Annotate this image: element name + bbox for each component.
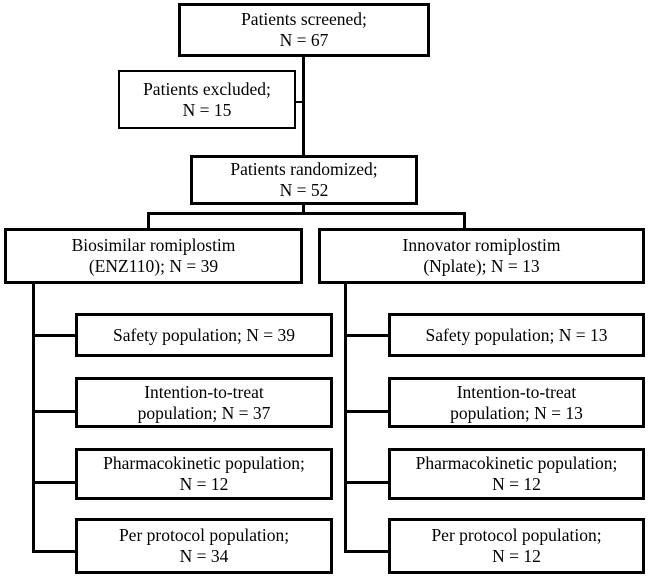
connector-innovator-to-safety xyxy=(344,334,390,337)
node-innovator-safety-population: Safety population; N = 13 xyxy=(388,313,645,357)
node-patients-excluded-line1: Patients excluded; xyxy=(143,78,271,99)
node-arm-innovator-line2: (Nplate); N = 13 xyxy=(423,256,540,276)
node-innovator-pp-population-line1: Per protocol population; xyxy=(431,525,602,546)
node-biosimilar-pp-population-line1: Per protocol population; xyxy=(118,525,290,546)
node-arm-innovator: Innovator romiplostim (Nplate); N = 13 xyxy=(318,228,645,284)
node-innovator-pp-population: Per protocol population; N = 12 xyxy=(388,518,645,574)
node-patients-excluded-line2: N = 15 xyxy=(182,99,232,120)
connector-biosimilar-spine xyxy=(32,283,35,553)
node-innovator-pk-population-line2: N = 12 xyxy=(492,474,541,494)
connector-biosimilar-to-pk xyxy=(32,481,77,484)
connector-biosimilar-to-itt xyxy=(32,410,77,413)
node-arm-innovator-line1: Innovator romiplostim xyxy=(402,235,561,256)
node-arm-biosimilar-line1: Biosimilar romiplostim xyxy=(71,235,236,256)
node-arm-biosimilar-line2: (ENZ110); N = 39 xyxy=(88,256,219,276)
node-biosimilar-safety-population-line1: Safety population; N = 39 xyxy=(113,324,295,345)
connector-screened-to-randomized xyxy=(302,57,305,155)
node-biosimilar-safety-population: Safety population; N = 39 xyxy=(75,313,333,357)
node-biosimilar-itt-population-line1: Intention-to-treat xyxy=(144,381,264,402)
connector-randomized-stem xyxy=(302,205,305,215)
node-patients-screened: Patients screened; N = 67 xyxy=(178,3,430,57)
node-biosimilar-itt-population: Intention-to-treat population; N = 37 xyxy=(75,377,333,428)
node-innovator-itt-population-line1: Intention-to-treat xyxy=(456,381,577,402)
connector-randomized-split-bar xyxy=(147,212,466,215)
node-innovator-itt-population-line2: population; N = 13 xyxy=(450,402,583,423)
connector-innovator-spine xyxy=(344,283,347,553)
node-innovator-safety-population-line1: Safety population; N = 13 xyxy=(425,324,608,345)
node-biosimilar-pp-population-line2: N = 34 xyxy=(179,546,229,566)
node-patients-screened-line2: N = 67 xyxy=(279,30,329,50)
node-patients-randomized-line2: N = 52 xyxy=(279,180,329,200)
node-patients-randomized-line1: Patients randomized; xyxy=(230,159,378,180)
node-patients-screened-line1: Patients screened; xyxy=(241,9,367,30)
node-biosimilar-itt-population-line2: population; N = 37 xyxy=(137,402,271,423)
node-innovator-pk-population: Pharmacokinetic population; N = 12 xyxy=(388,448,645,500)
node-biosimilar-pk-population-line2: N = 12 xyxy=(179,474,229,494)
node-innovator-pk-population-line1: Pharmacokinetic population; xyxy=(415,453,618,474)
connector-innovator-to-itt xyxy=(344,410,390,413)
node-biosimilar-pk-population: Pharmacokinetic population; N = 12 xyxy=(75,448,333,500)
node-patients-randomized: Patients randomized; N = 52 xyxy=(190,155,418,205)
node-patients-excluded: Patients excluded; N = 15 xyxy=(118,70,296,129)
connector-split-to-innovator xyxy=(463,212,466,230)
node-innovator-itt-population: Intention-to-treat population; N = 13 xyxy=(388,377,645,428)
connector-biosimilar-to-safety xyxy=(32,334,77,337)
connector-biosimilar-to-pp xyxy=(32,550,77,553)
node-arm-biosimilar: Biosimilar romiplostim (ENZ110); N = 39 xyxy=(4,228,303,284)
connector-innovator-to-pk xyxy=(344,481,390,484)
node-biosimilar-pp-population: Per protocol population; N = 34 xyxy=(75,518,333,574)
node-innovator-pp-population-line2: N = 12 xyxy=(492,546,541,566)
node-biosimilar-pk-population-line1: Pharmacokinetic population; xyxy=(103,453,305,474)
connector-trunk-to-excluded xyxy=(295,101,305,103)
connector-innovator-to-pp xyxy=(344,550,390,553)
connector-split-to-biosimilar xyxy=(147,212,150,230)
